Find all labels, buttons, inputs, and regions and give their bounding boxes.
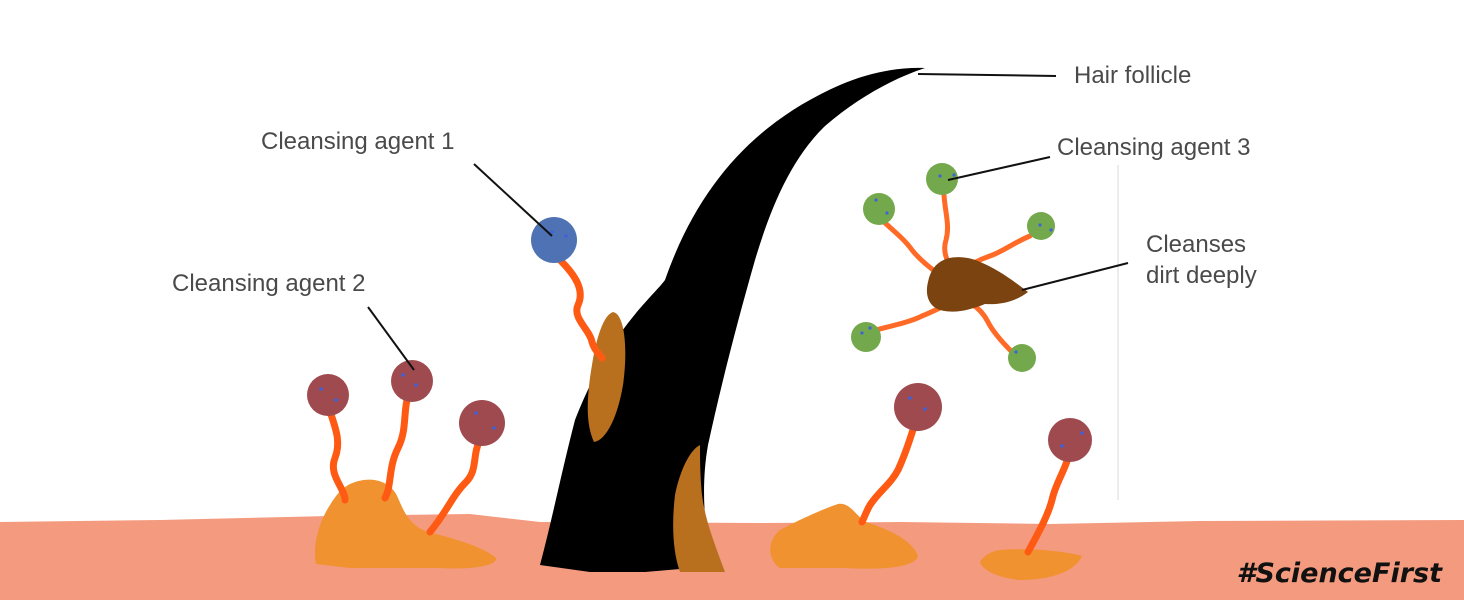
- label-cleanses-line1: Cleanses: [1146, 231, 1246, 258]
- agent-2-tail-e: [1024, 454, 1072, 556]
- agent-1-tail: [556, 256, 606, 362]
- label-agent-1: Cleansing agent 1: [261, 128, 454, 155]
- sebum-blob-1: [314, 479, 497, 569]
- agent-2-head-c: [459, 400, 505, 446]
- leader-hair-follicle: [917, 73, 1057, 77]
- agent-3-head-upper-left: [863, 193, 895, 225]
- agent-2-head-d: [894, 383, 942, 431]
- agent-3-tail-lower-right: [969, 301, 1015, 355]
- hashtag-science-first: #ScienceFirst: [1237, 558, 1443, 589]
- label-hair-follicle: Hair follicle: [1074, 62, 1191, 89]
- agent-2-tail-a: [324, 401, 349, 504]
- label-cleanses-line2: dirt deeply: [1146, 262, 1257, 289]
- label-agent-2: Cleansing agent 2: [172, 270, 365, 297]
- agent-2-head-b: [391, 360, 433, 402]
- agent-3-head-lower-right: [1008, 344, 1036, 372]
- agent-2-head-e: [1048, 418, 1092, 462]
- agent-2-tail-c: [426, 436, 484, 536]
- sebum-blob-2: [770, 503, 918, 569]
- agent-2-tail-b: [381, 386, 414, 502]
- agent-3-head-top: [926, 163, 958, 195]
- label-agent-3: Cleansing agent 3: [1057, 134, 1250, 161]
- sebum-blob-hair-right: [673, 445, 725, 572]
- agent-3-head-lower-left: [851, 322, 881, 352]
- leader-cleanses: [1021, 262, 1129, 291]
- leader-agent-1: [473, 163, 553, 237]
- agent-3-tail-upper-left: [881, 219, 943, 278]
- dirt-particle: [926, 257, 1028, 312]
- agent-3-head-upper-right: [1027, 212, 1055, 240]
- hair-follicle: [540, 67, 925, 572]
- leader-agent-2: [367, 306, 415, 371]
- leader-agent-3: [947, 156, 1051, 181]
- agent-2-tail-d: [858, 416, 920, 526]
- sebum-blob-hair-left: [587, 312, 626, 442]
- sebum-blob-3: [980, 549, 1082, 580]
- agent-2-head-a: [307, 374, 349, 416]
